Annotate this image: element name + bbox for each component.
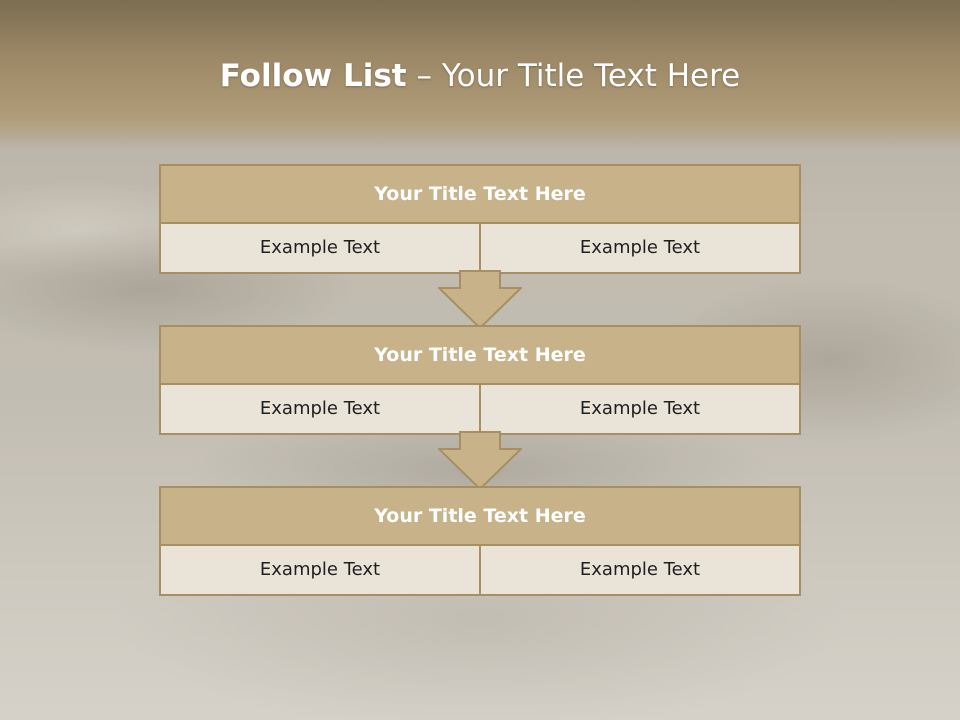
step-title-1: Your Title Text Here — [161, 166, 799, 224]
slide-title: Follow List – Your Title Text Here — [0, 52, 960, 100]
down-arrow-icon — [438, 270, 522, 330]
header-band — [0, 0, 960, 150]
step-block-3: Your Title Text Here Example Text Exampl… — [159, 486, 801, 596]
step-3-right-cell: Example Text — [479, 546, 799, 594]
step-row-3: Example Text Example Text — [161, 546, 799, 594]
step-3-left-cell: Example Text — [161, 546, 479, 594]
down-arrow-icon — [438, 431, 522, 491]
step-row-1: Example Text Example Text — [161, 224, 799, 272]
slide-title-bold: Follow List — [219, 58, 407, 94]
step-row-2: Example Text Example Text — [161, 385, 799, 433]
step-2-right-cell: Example Text — [479, 385, 799, 433]
step-title-2: Your Title Text Here — [161, 327, 799, 385]
step-title-3: Your Title Text Here — [161, 488, 799, 546]
slide-title-rest: – Your Title Text Here — [416, 58, 741, 94]
step-1-left-cell: Example Text — [161, 224, 479, 272]
step-block-2: Your Title Text Here Example Text Exampl… — [159, 325, 801, 435]
step-2-left-cell: Example Text — [161, 385, 479, 433]
step-1-right-cell: Example Text — [479, 224, 799, 272]
step-block-1: Your Title Text Here Example Text Exampl… — [159, 164, 801, 274]
